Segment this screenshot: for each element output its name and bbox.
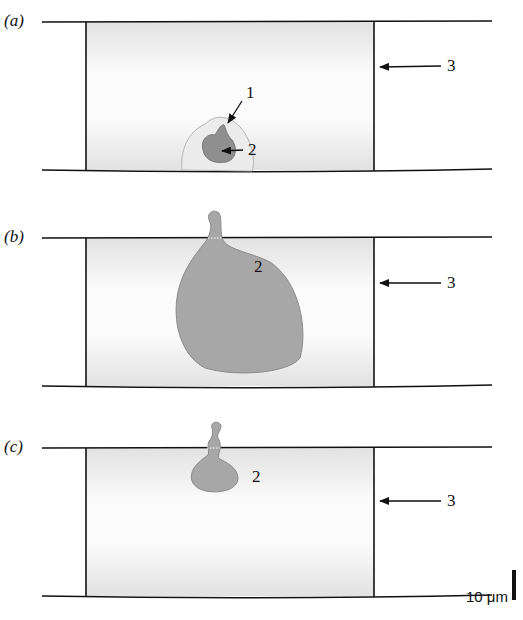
vessel-c [42, 422, 492, 598]
vessel-b [42, 211, 492, 388]
callout-number: 2 [252, 468, 261, 485]
callout-number: 3 [447, 274, 456, 291]
callout-number: 2 [248, 141, 257, 158]
panel-letter: (a) [4, 12, 24, 29]
scale-bar [512, 570, 516, 600]
callout-number: 2 [254, 258, 263, 275]
panel-letter: (b) [4, 228, 24, 245]
panel-letter: (c) [4, 438, 23, 455]
vessel-a [42, 21, 492, 172]
callout-number: 1 [246, 84, 255, 101]
scale-label: 10 μm [466, 589, 508, 604]
callout-number: 3 [447, 492, 456, 509]
callout-number: 3 [447, 57, 456, 74]
